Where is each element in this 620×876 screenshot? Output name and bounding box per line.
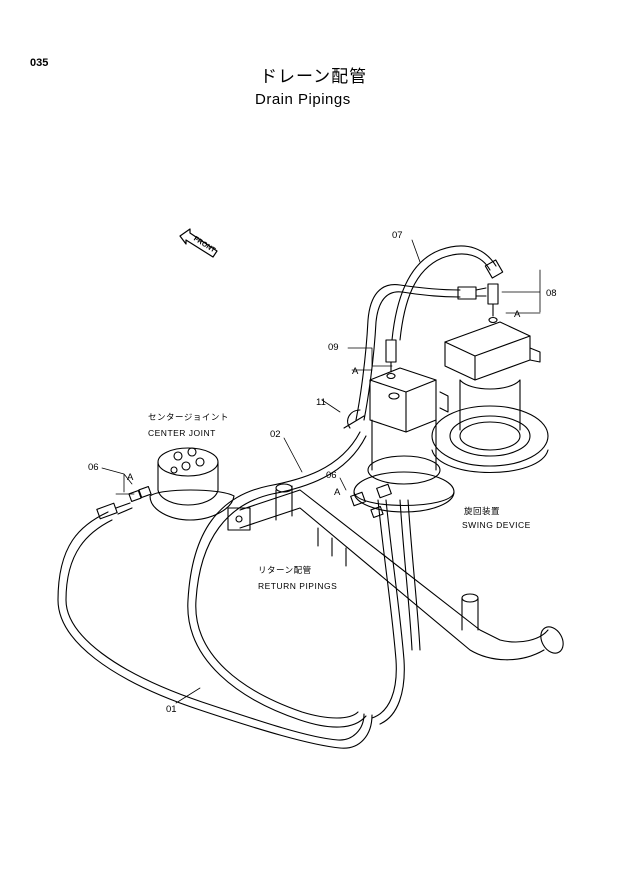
callout-a-center: A bbox=[352, 366, 359, 377]
callout-a-left: A bbox=[127, 472, 134, 483]
hose-07 bbox=[355, 245, 504, 421]
callout-a-right: A bbox=[514, 309, 521, 320]
callout-06-mid: 06 bbox=[326, 470, 337, 481]
front-arrow-icon: FRONT bbox=[179, 228, 218, 258]
hose-01 bbox=[57, 502, 373, 749]
callout-06-left: 06 bbox=[88, 462, 99, 473]
fitting-09 bbox=[385, 339, 397, 380]
return-pipings-label-en: RETURN PIPINGS bbox=[258, 581, 337, 591]
page-number: 035 bbox=[30, 57, 49, 69]
swing-device-label-jp: 旋回装置 bbox=[464, 506, 500, 516]
callout-01: 01 bbox=[166, 704, 177, 715]
diagram-title-en: Drain Pipings bbox=[255, 91, 351, 108]
callout-leaders bbox=[101, 239, 541, 704]
fitting-06-mid bbox=[350, 483, 392, 519]
center-joint bbox=[128, 447, 235, 521]
callout-11: 11 bbox=[316, 397, 326, 408]
hose-vertical-group bbox=[371, 499, 421, 725]
hose-02 bbox=[187, 431, 367, 728]
return-pipings-label-jp: リターン配管 bbox=[258, 565, 312, 575]
swing-device bbox=[431, 321, 549, 473]
center-joint-label-jp: センタージョイント bbox=[148, 412, 229, 422]
callout-07: 07 bbox=[392, 230, 403, 241]
fitting-08 bbox=[487, 283, 499, 324]
diagram-title-jp: ドレーン配管 bbox=[260, 67, 368, 86]
callout-08: 08 bbox=[546, 288, 557, 299]
return-pipings bbox=[227, 483, 564, 661]
swing-device-label-en: SWING DEVICE bbox=[462, 520, 531, 530]
swing-motor-block bbox=[343, 367, 455, 513]
callout-a-mid: A bbox=[334, 487, 341, 498]
callout-09: 09 bbox=[328, 342, 339, 353]
callout-02: 02 bbox=[270, 429, 281, 440]
center-joint-label-en: CENTER JOINT bbox=[148, 428, 216, 438]
